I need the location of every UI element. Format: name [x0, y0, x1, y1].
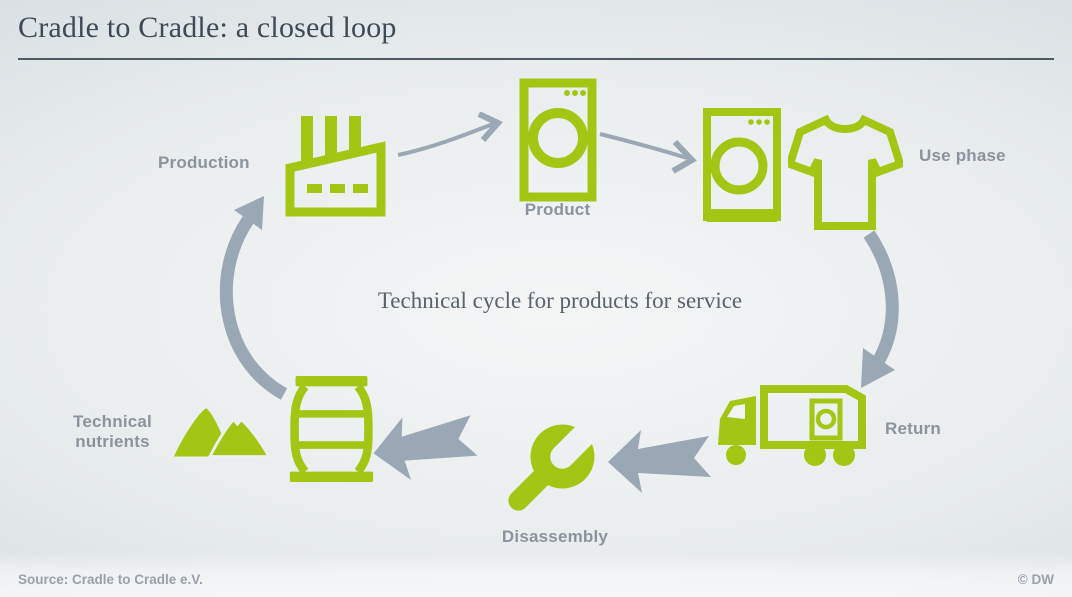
truck-icon	[718, 385, 866, 466]
footer-credit: © DW	[1017, 572, 1054, 587]
footer-source: Source: Cradle to Cradle e.V.	[18, 572, 203, 587]
arrow-production-to-product	[397, 112, 503, 157]
diagram-caption: Technical cycle for products for service	[377, 288, 743, 313]
arrow-nutrients-to-production	[219, 196, 288, 400]
label-technical-nutrients: Technical nutrients	[73, 412, 152, 451]
tshirt-icon	[788, 114, 903, 230]
title-divider	[18, 58, 1054, 60]
material-piles-icon	[173, 408, 272, 458]
arrow-product-to-use-phase	[599, 132, 697, 174]
factory-icon	[285, 116, 386, 217]
barrel-icon	[289, 376, 374, 482]
washing-machine-icon	[519, 78, 597, 202]
label-use-phase: Use phase	[919, 146, 1006, 165]
label-product: Product	[524, 200, 591, 219]
arrow-disassembly-to-nutrients	[373, 415, 478, 480]
page-title: Cradle to Cradle: a closed loop	[18, 11, 397, 44]
washing-machine-icon	[703, 108, 781, 222]
label-production: Production	[158, 153, 250, 172]
arrow-use-phase-to-return	[861, 230, 899, 388]
arrow-return-to-disassembly	[608, 430, 711, 493]
footer-band	[0, 552, 1072, 597]
label-return: Return	[885, 419, 941, 438]
label-disassembly: Disassembly	[501, 527, 609, 546]
wrench-icon	[508, 424, 595, 511]
